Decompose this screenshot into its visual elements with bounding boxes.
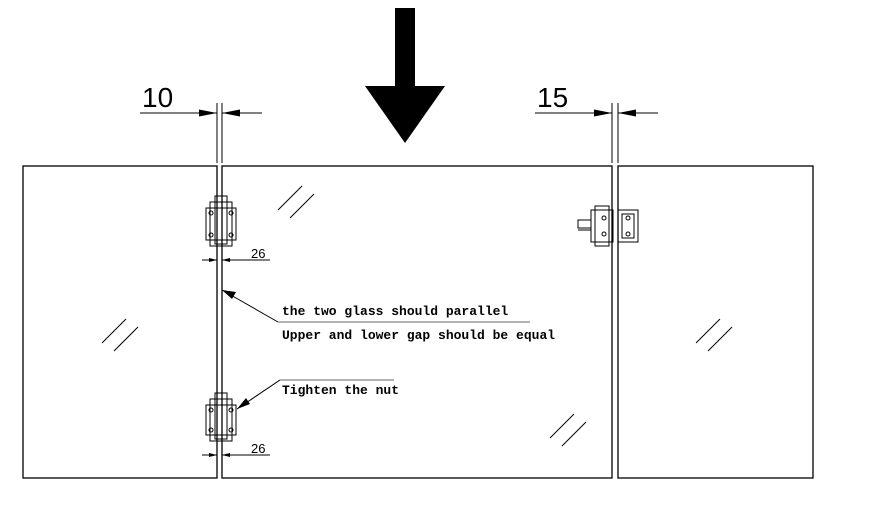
hinge-bottom-offset-dimension: 26 — [202, 441, 270, 457]
glass-hatch-icon — [549, 413, 587, 447]
right-gap-label: 15 — [537, 82, 568, 113]
right-gap-extension-lines — [611, 103, 619, 163]
left-gap-label: 10 — [142, 82, 173, 113]
hinge-top-offset-label: 26 — [251, 246, 265, 261]
hinge-top-offset-dimension: 26 — [202, 246, 270, 262]
right-glass-panel — [617, 165, 814, 479]
glass-hatch-icon — [101, 318, 139, 352]
hinge-bottom-offset-label: 26 — [251, 441, 265, 456]
glass-hatch-icon — [695, 318, 733, 352]
right-gap-dimension: 15 — [535, 82, 658, 117]
hinge-icon — [205, 195, 237, 247]
latch-icon — [577, 205, 639, 247]
down-arrow-icon — [365, 8, 445, 143]
gap-note: Upper and lower gap should be equal — [282, 328, 555, 343]
glass-hatch-icon — [277, 185, 315, 219]
parallel-gap-leader — [221, 289, 530, 323]
left-glass-panel — [22, 165, 218, 479]
tighten-nut-note: Tighten the nut — [282, 383, 399, 398]
hinge-icon — [205, 392, 237, 442]
left-gap-extension-lines — [216, 103, 223, 163]
parallel-note: the two glass should parallel — [282, 304, 508, 319]
center-glass-door — [221, 165, 613, 479]
left-gap-dimension: 10 — [140, 82, 262, 117]
tighten-nut-leader — [236, 379, 394, 410]
